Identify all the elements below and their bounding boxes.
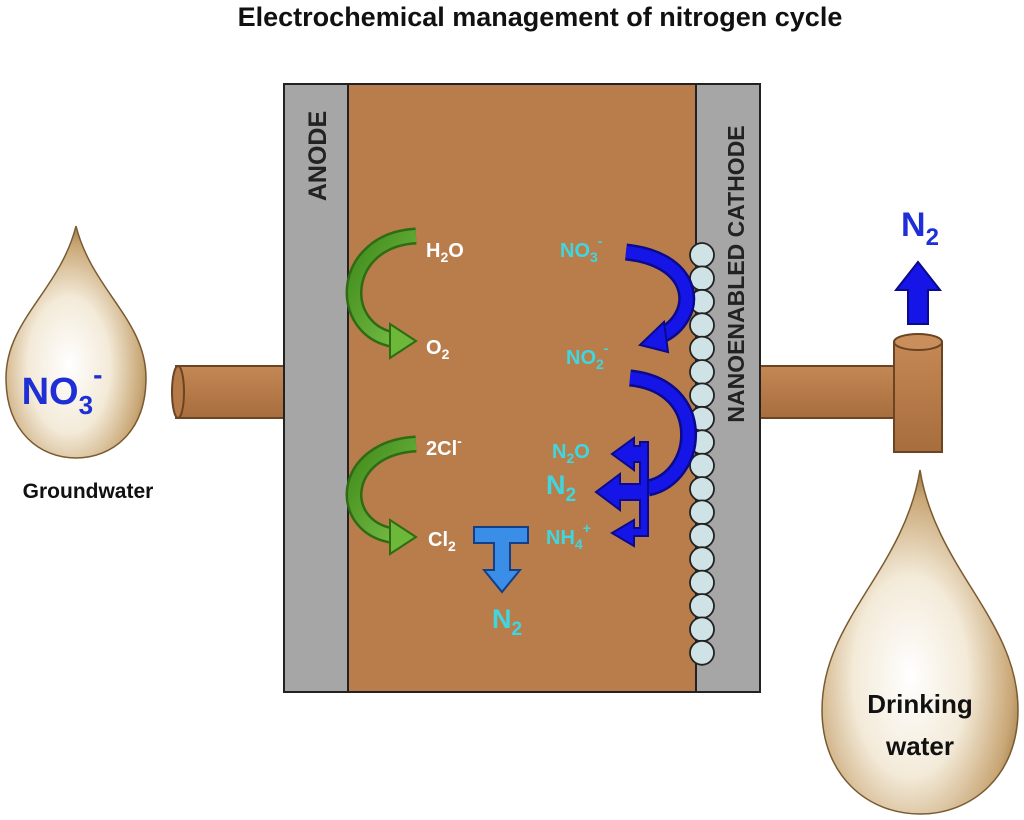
- groundwater-label: Groundwater: [23, 480, 154, 503]
- vent-n2-label: N2: [901, 206, 939, 251]
- cathode-label: NANOENABLED CATHODE: [723, 125, 749, 422]
- nanoparticle-bead: [689, 522, 715, 549]
- nanoparticle-bead: [689, 616, 715, 643]
- cathode-n2-label: N2: [546, 470, 576, 506]
- nanoparticle-bead: [689, 312, 715, 339]
- n2o-label: N2O: [552, 441, 590, 466]
- o2-label: O2: [426, 337, 450, 362]
- anode-label: ANODE: [304, 111, 332, 201]
- nanoparticle-bead: [689, 593, 715, 619]
- nanoparticle-bead: [689, 499, 715, 526]
- chlorine-n2-label: N2: [492, 604, 522, 640]
- nanoparticle-bead: [689, 546, 715, 573]
- nanoparticle-bead: [689, 242, 715, 268]
- chlorine-to-nitrogen-arrow: [473, 526, 529, 594]
- nanoparticle-bead: [689, 335, 715, 362]
- nitrate-reduction-arrow-fill: [625, 246, 693, 342]
- anode-plate: [283, 83, 349, 693]
- nanoparticle-bead: [689, 382, 715, 409]
- nanoparticle-bead: [689, 569, 715, 596]
- groundwater-drop: [5, 225, 147, 459]
- diagram-title: Electrochemical management of nitrogen c…: [238, 2, 843, 32]
- water-oxidation-arrowhead: [389, 322, 418, 360]
- h2o-label: H2O: [426, 240, 464, 265]
- chloride-label: 2Cl-: [426, 433, 462, 460]
- chlorine-label: Cl2: [428, 529, 456, 554]
- nanoparticle-bead: [689, 639, 715, 666]
- nanoparticle-bead: [689, 476, 715, 502]
- nanoparticle-bead: [689, 359, 715, 385]
- inlet-nitrate-label: NO3-: [22, 359, 103, 420]
- nanoparticle-bead: [689, 452, 715, 479]
- chloride-oxidation-arrow-fill: [348, 438, 417, 542]
- product-branch-arrows: [594, 436, 649, 548]
- inlet-pipe: [175, 365, 287, 419]
- chloride-oxidation-arrowhead: [389, 518, 418, 556]
- nitrite-reduction-arrow-fill: [629, 372, 695, 494]
- drinking-water-label-line1: Drinking: [867, 689, 972, 719]
- inlet-pipe-opening: [171, 365, 185, 419]
- water-oxidation-arrow-fill: [348, 230, 417, 346]
- outlet-riser: [893, 341, 943, 453]
- vent-up-arrow: [893, 260, 943, 325]
- outlet-riser-top: [893, 333, 943, 351]
- nitrate-reduction-arrowhead: [638, 319, 670, 354]
- nitrate-label: NO3-: [560, 233, 603, 265]
- nitrite-label: NO2-: [566, 340, 609, 372]
- reactor-cell: [283, 83, 761, 693]
- drinking-water-label-line2: water: [885, 731, 954, 761]
- drinking-water-drop: [821, 469, 1019, 815]
- nanoparticle-bead-column: [689, 242, 715, 666]
- ammonium-label: NH4+: [546, 520, 591, 552]
